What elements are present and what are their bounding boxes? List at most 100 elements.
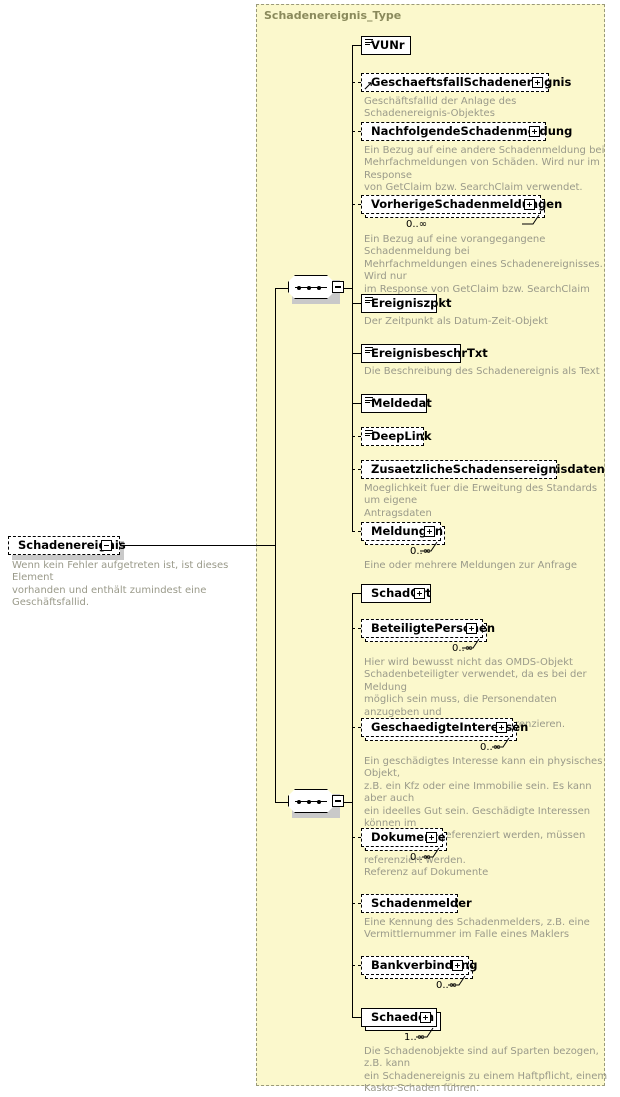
multiplicity-hook: [522, 214, 540, 225]
annotation-schadenmelder: Eine Kennung des Schadenmelders, z.B. ei…: [364, 917, 590, 941]
node-box[interactable]: NachfolgendeSchadenmeldung: [361, 122, 572, 141]
element-label: VUNr: [371, 37, 405, 52]
expand-icon[interactable]: [496, 722, 507, 733]
annotation-nachfolgendeschadenmeldung: Ein Bezug auf eine andere Schadenmeldung…: [364, 145, 605, 194]
expand-icon[interactable]: [420, 1012, 431, 1023]
expand-icon[interactable]: [532, 77, 543, 88]
multiplicity-hook: [420, 541, 438, 552]
node-box[interactable]: Dokumente: [361, 828, 446, 847]
element-label: BeteiligtePersonen: [371, 620, 496, 635]
multiplicity-dokumente: 0..∞: [410, 852, 432, 863]
node-box[interactable]: Schadenereignis: [8, 536, 126, 555]
node-box[interactable]: ZusaetzlicheSchadensereignisdaten: [361, 460, 605, 479]
branch-meldungen: [352, 531, 361, 532]
element-label: DeepLink: [371, 428, 432, 443]
root-element-schadenereignis[interactable]: Schadenereignis: [8, 536, 126, 560]
branch-bankverbindung: [352, 965, 361, 966]
branch-zusaetzliche: [352, 469, 361, 470]
element-label: ZusaetzlicheSchadensereignisdaten: [371, 461, 605, 476]
connector-root-horizontal: [120, 545, 275, 546]
annotation-zusaetzlicheschadensereignisdaten: Moeglichkeit fuer die Erweitung des Stan…: [364, 483, 598, 519]
element-label: Ereigniszpkt: [371, 295, 452, 310]
element-label: Bankverbindung: [371, 957, 478, 972]
node-box[interactable]: BeteiligtePersonen: [361, 619, 495, 638]
root-element-annotation: Wenn kein Fehler aufgetreten ist, ist di…: [12, 560, 229, 609]
expand-icon[interactable]: [529, 126, 540, 137]
node-box[interactable]: Schaeden: [361, 1008, 437, 1027]
expand-icon[interactable]: [452, 960, 463, 971]
root-element-label: Schadenereignis: [18, 537, 126, 552]
connector-trunk-vertical: [275, 288, 276, 802]
sequence-compositor-2[interactable]: [288, 789, 344, 818]
compositor-collapse-icon[interactable]: [332, 281, 344, 293]
multiplicity-hook: [492, 737, 510, 748]
collapse-toggle-icon[interactable]: [101, 540, 112, 551]
multiplicity-hook: [416, 1027, 434, 1038]
expand-icon[interactable]: [524, 199, 535, 210]
node-box[interactable]: VorherigeSchadenmeldungen: [361, 195, 562, 214]
node-box[interactable]: Ereigniszpkt: [361, 294, 452, 313]
multiplicity-geschaedigteinteressen: 0..∞: [480, 742, 502, 753]
node-box[interactable]: DeepLink: [361, 427, 431, 446]
expand-icon[interactable]: [424, 526, 435, 537]
node-box[interactable]: GeschaedigteInteressen: [361, 718, 528, 737]
annotation-schaeden: Die Schadenobjekte sind auf Sparten bezo…: [364, 1046, 608, 1095]
connector-seq1-out: [344, 288, 352, 289]
branch-nachfolgende: [352, 131, 361, 132]
multiplicity-hook: [422, 847, 440, 858]
branch-dokumente: [352, 837, 361, 838]
node-box[interactable]: Schadenmelder: [361, 894, 472, 913]
sequence-dots-line-icon: [295, 801, 327, 803]
sequence-dots-icon: [297, 285, 325, 290]
multiplicity-vorherigeschadenmeldungen: 0..∞: [406, 219, 428, 230]
connector-seq2-out: [344, 802, 352, 803]
multiplicity-hook: [448, 975, 466, 986]
element-label: Schadenmelder: [371, 895, 472, 910]
element-label: EreignisbeschrTxt: [371, 345, 488, 360]
branch-geschaedigteinteressen: [352, 727, 361, 728]
expand-icon[interactable]: [466, 623, 477, 634]
node-box[interactable]: EreignisbeschrTxt: [361, 344, 488, 363]
node-box[interactable]: Meldungen: [361, 522, 443, 541]
expand-icon[interactable]: [414, 588, 425, 599]
branch-schadenmelder: [352, 903, 361, 904]
sequence-compositor-1[interactable]: [288, 275, 344, 304]
annotation-dokumente: Referenz auf Dokumente: [364, 867, 489, 878]
node-box[interactable]: GeschaeftsfallSchadenereignis: [361, 73, 571, 92]
connector-seq1-stub: [275, 288, 288, 289]
group1-dashed-spine: [352, 45, 353, 532]
annotation-meldungen: Eine oder mehrere Meldungen zur Anfrage: [364, 560, 578, 571]
branch-ereigniszpkt: [352, 303, 361, 304]
branch-schaeden: [352, 1017, 361, 1018]
group2-dashed-spine: [352, 593, 353, 1017]
branch-geschaeftsfall: [352, 82, 361, 83]
element-label: Meldedat: [371, 395, 432, 410]
branch-beteiligtepersonen: [352, 628, 361, 629]
multiplicity-meldungen: 0..∞: [410, 546, 432, 557]
element-label: Dokumente: [371, 829, 446, 844]
element-label: NachfolgendeSchadenmeldung: [371, 123, 573, 138]
expand-icon[interactable]: [426, 832, 437, 843]
sequence-dots-icon: [297, 799, 325, 804]
node-box[interactable]: Meldedat: [361, 394, 432, 413]
branch-schadort: [352, 593, 361, 594]
multiplicity-schaeden: 1..∞: [404, 1032, 426, 1043]
multiplicity-bankverbindung: 0..∞: [436, 980, 458, 991]
element-label: Meldungen: [371, 523, 444, 538]
node-box[interactable]: VUNr: [361, 36, 411, 55]
branch-ereignisbeschrtxt: [352, 353, 361, 354]
branch-vorherige: [352, 204, 361, 205]
type-container-title: Schadenereignis_Type: [264, 9, 402, 22]
node-box[interactable]: Bankverbindung: [361, 956, 478, 975]
connector-seq2-stub: [275, 802, 288, 803]
annotation-ereigniszpkt: Der Zeitpunkt als Datum-Zeit-Objekt: [364, 316, 548, 327]
node-box[interactable]: SchadOrt: [361, 584, 431, 603]
compositor-collapse-icon[interactable]: [332, 795, 344, 807]
element-label: SchadOrt: [371, 585, 432, 600]
annotation-ereignisbeschrtxt: Die Beschreibung des Schadenereignis als…: [364, 366, 600, 377]
multiplicity-hook: [462, 638, 480, 649]
sequence-dots-line-icon: [295, 287, 327, 289]
element-label: VorherigeSchadenmeldungen: [371, 196, 563, 211]
annotation-geschaeftsfallschadenereignis: Geschäftsfallid der Anlage des Schadener…: [364, 96, 517, 120]
